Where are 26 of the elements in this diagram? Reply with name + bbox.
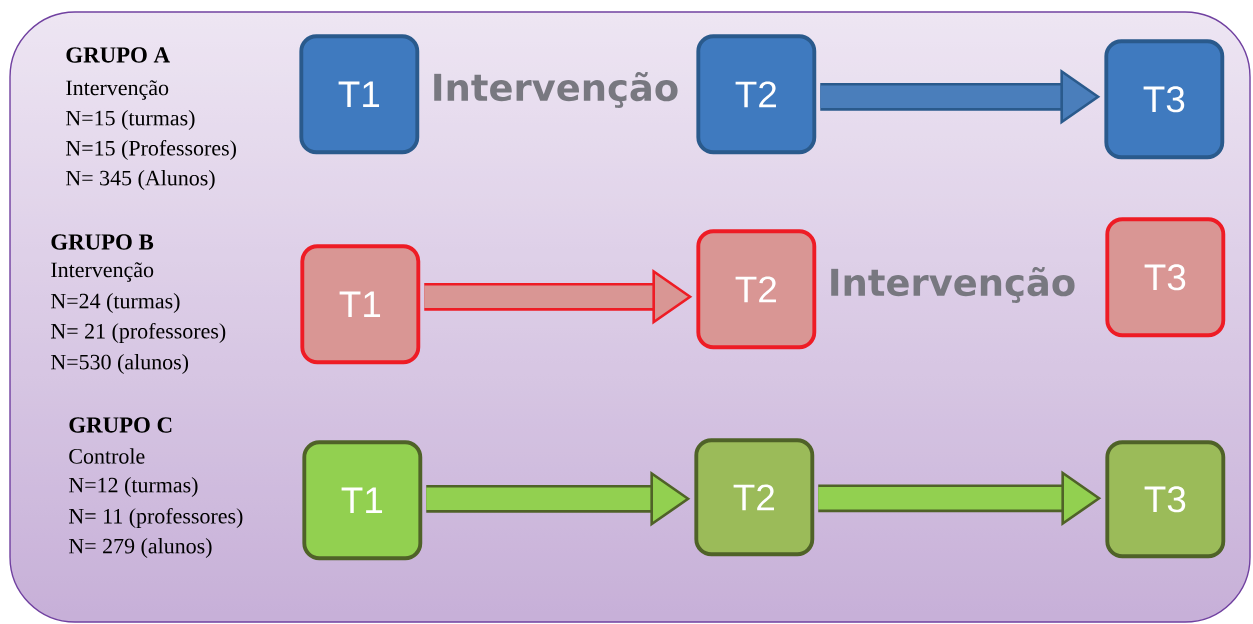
time-point-box: T1 — [302, 440, 423, 561]
group-detail: N=530 (alunos) — [51, 354, 189, 374]
group-detail: N= 21 (professores) — [51, 322, 226, 344]
group-detail: N=15 (Professores) — [66, 139, 236, 161]
group-detail: Intervenção — [66, 80, 169, 100]
time-point-box: T3 — [1104, 39, 1225, 160]
intervention-label: Intervenção — [831, 267, 1075, 303]
group-detail: N=24 (turmas) — [51, 293, 180, 313]
time-point-box: T2 — [694, 438, 815, 557]
time-point-box: T2 — [696, 229, 817, 350]
group-detail: Controle — [69, 448, 145, 464]
time-point-box: T2 — [696, 34, 817, 155]
group-detail: Intervenção — [51, 262, 154, 282]
group-heading: GRUPO A — [66, 47, 170, 63]
group-detail: N=15 (turmas) — [66, 110, 195, 130]
group-detail: N= 11 (professores) — [69, 507, 243, 529]
group-detail: N=12 (turmas) — [69, 477, 198, 497]
intervention-label: Intervenção — [434, 72, 678, 108]
group-detail: N= 345 (Alunos) — [66, 170, 215, 190]
time-point-box: T3 — [1105, 217, 1226, 338]
time-point-box: T1 — [299, 34, 420, 155]
time-point-box: T3 — [1105, 440, 1226, 559]
group-heading: GRUPO B — [51, 234, 154, 250]
time-point-box: T1 — [300, 244, 421, 365]
group-heading: GRUPO C — [69, 417, 172, 433]
group-detail: N= 279 (alunos) — [69, 538, 212, 558]
